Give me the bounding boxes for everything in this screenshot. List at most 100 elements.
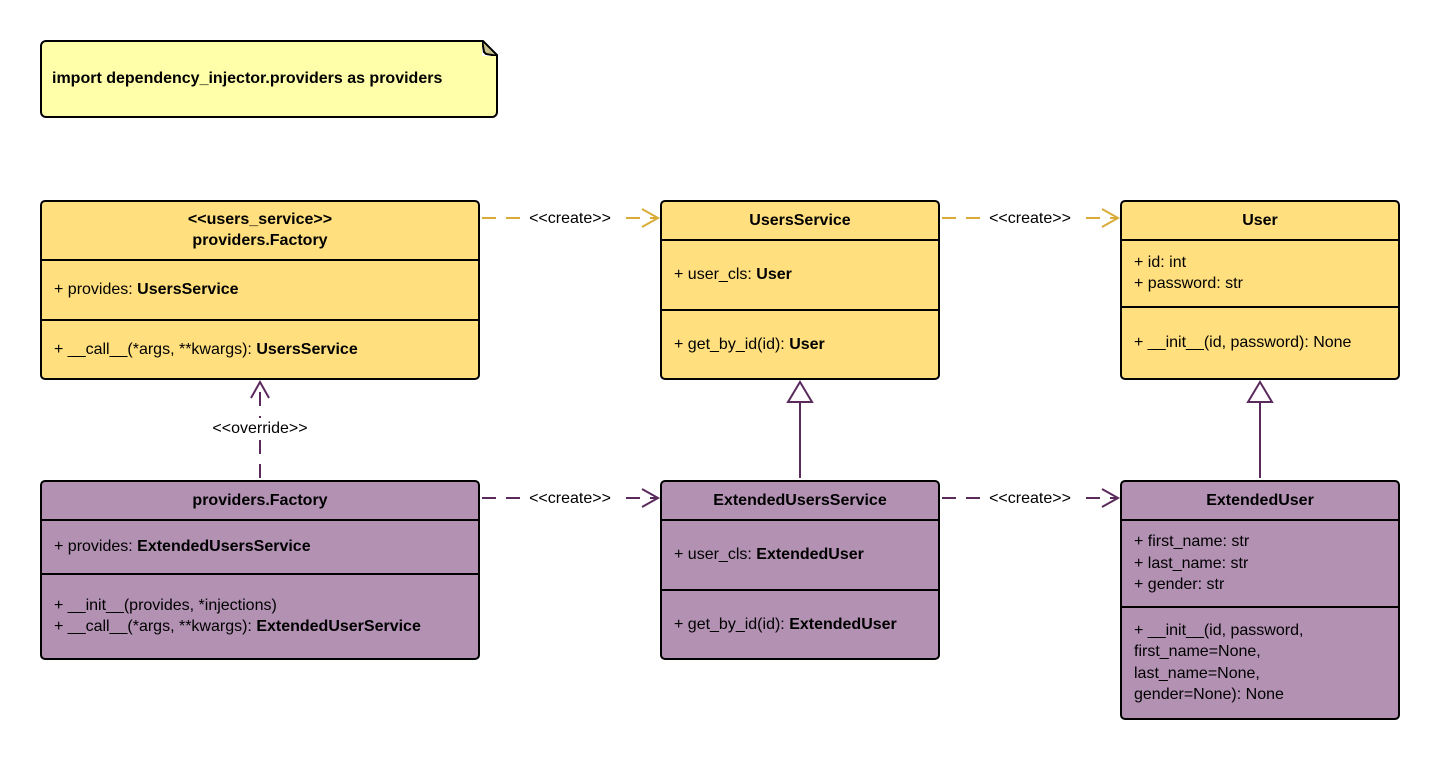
member-line: + __init__(id, password): None [1134, 332, 1386, 354]
open-arrowhead-icon [641, 208, 661, 228]
dependency-arrow: <<create>> [942, 488, 1121, 508]
member-line: last_name=None, [1134, 663, 1386, 685]
member-line: + __init__(provides, *injections) [54, 595, 466, 617]
member-text: + user_cls: [674, 546, 757, 564]
member-type: UsersService [256, 340, 358, 358]
dependency-arrow: <<create>> [482, 488, 661, 508]
class-name: <<users_service>> [187, 210, 333, 228]
member-line: + gender: str [1134, 574, 1386, 596]
member-text: + __call__(*args, **kwargs): [54, 618, 257, 636]
methods-section: + __init__(id, password, first_name=None,… [1122, 605, 1398, 718]
member-text: + provides: [54, 281, 138, 299]
attributes-section: + id: int + password: str [1122, 239, 1398, 306]
member-text: last_name=None, [1134, 664, 1260, 682]
member-line: + user_cls: User [674, 264, 926, 286]
member-line: first_name=None, [1134, 641, 1386, 663]
note-fold-icon [482, 40, 498, 56]
member-type: ExtendedUsersService [137, 538, 311, 556]
member-line: + __init__(id, password, [1134, 620, 1386, 642]
class-name: ExtendedUsersService [713, 491, 887, 509]
class-name: User [1242, 211, 1278, 229]
member-type: UsersService [137, 281, 239, 299]
generalization-arrow [786, 380, 814, 478]
member-line: + __call__(*args, **kwargs): UsersServic… [54, 339, 466, 361]
member-line: + provides: ExtendedUsersService [54, 536, 466, 558]
class-header: ExtendedUser [1122, 482, 1398, 519]
class-extended-users-service[interactable]: ExtendedUsersService + user_cls: Extended… [660, 480, 940, 660]
class-extended-provider[interactable]: providers.Factory + provides: ExtendedUse… [40, 480, 480, 660]
connector-label: <<create>> [529, 490, 611, 507]
connector-label: <<create>> [529, 210, 611, 227]
methods-section: + __init__(id, password): None [1122, 305, 1398, 378]
member-line: + get_by_id(id): ExtendedUser [674, 614, 926, 636]
member-type: ExtendedUser [789, 615, 897, 633]
member-type: ExtendedUserService [256, 618, 421, 636]
class-name: ExtendedUser [1206, 491, 1314, 509]
connector-label: <<create>> [989, 490, 1071, 507]
member-line: + get_by_id(id): User [674, 334, 926, 356]
member-text: + __init__(id, password): None [1134, 334, 1352, 352]
hollow-triangle-icon [1246, 380, 1274, 403]
member-type: ExtendedUser [756, 546, 864, 564]
member-text: + get_by_id(id): [674, 335, 790, 353]
member-line: + first_name: str [1134, 531, 1386, 553]
class-header: User [1122, 202, 1398, 239]
methods-section: + get_by_id(id): User [662, 308, 938, 378]
import-note: import dependency_injector.providers as … [40, 40, 498, 118]
open-arrowhead-icon [1101, 488, 1121, 508]
member-text: + user_cls: [674, 266, 757, 284]
class-user[interactable]: User + id: int + password: str + __init__(i… [1120, 200, 1400, 380]
attributes-section: + provides: ExtendedUsersService [42, 519, 478, 573]
member-line: + __call__(*args, **kwargs): ExtendedUse… [54, 616, 466, 638]
attributes-section: + provides: UsersService [42, 258, 478, 320]
generalization-arrow [1246, 380, 1274, 478]
class-extended-user[interactable]: ExtendedUser + first_name: str + last_name… [1120, 480, 1400, 720]
class-name: providers.Factory [192, 491, 328, 509]
class-users-service[interactable]: UsersService+ user_cls: User+ get_by_id(… [660, 200, 940, 380]
member-text: + provides: [54, 538, 138, 556]
open-arrowhead-icon [641, 488, 661, 508]
class-header: <<users_service>> providers.Factory [42, 202, 478, 259]
methods-section: + __call__(*args, **kwargs): UsersServic… [42, 319, 478, 378]
member-line: + last_name: str [1134, 553, 1386, 575]
methods-section: + get_by_id(id): ExtendedUser [662, 588, 938, 658]
connector-label: <<override>> [212, 420, 307, 437]
member-text: + __init__(id, password, [1134, 621, 1304, 639]
class-header: ExtendedUsersService [662, 482, 938, 519]
member-line: + password: str [1134, 273, 1386, 295]
open-arrowhead-icon [250, 379, 270, 399]
member-type: User [789, 335, 825, 353]
member-type: User [756, 266, 792, 284]
attributes-section: + first_name: str + last_name: str + gende… [1122, 519, 1398, 606]
member-text: + get_by_id(id): [674, 615, 790, 633]
member-text: + last_name: str [1134, 554, 1249, 572]
member-text: + password: str [1134, 275, 1243, 293]
note-text: import dependency_injector.providers as … [52, 70, 443, 87]
member-text: + gender: str [1134, 576, 1225, 594]
member-text: first_name=None, [1134, 643, 1261, 661]
class-name: UsersService [749, 211, 851, 229]
member-line: + id: int [1134, 252, 1386, 274]
member-line: gender=None): None [1134, 684, 1386, 706]
attributes-section: + user_cls: User [662, 239, 938, 308]
dependency-arrow: <<create>> [482, 208, 661, 228]
member-text: + id: int [1134, 253, 1187, 271]
attributes-section: + user_cls: ExtendedUser [662, 519, 938, 588]
hollow-triangle-icon [786, 380, 814, 403]
dependency-arrow: <<override>> [208, 379, 312, 478]
class-header: providers.Factory [42, 482, 478, 519]
open-arrowhead-icon [1101, 208, 1121, 228]
member-text: + __init__(provides, *injections) [54, 596, 277, 614]
class-users-service-provider[interactable]: <<users_service>> providers.Factory + prov… [40, 200, 480, 380]
methods-section: + __init__(provides, *injections) + __cal… [42, 572, 478, 658]
connector-label: <<create>> [989, 210, 1071, 227]
member-line: + provides: UsersService [54, 279, 466, 301]
member-text: + __call__(*args, **kwargs): [54, 340, 257, 358]
class-name: providers.Factory [192, 232, 328, 250]
member-line: + user_cls: ExtendedUser [674, 544, 926, 566]
dependency-arrow: <<create>> [942, 208, 1121, 228]
member-text: + first_name: str [1134, 533, 1250, 551]
member-text: gender=None): None [1134, 686, 1284, 704]
class-header: UsersService [662, 202, 938, 239]
